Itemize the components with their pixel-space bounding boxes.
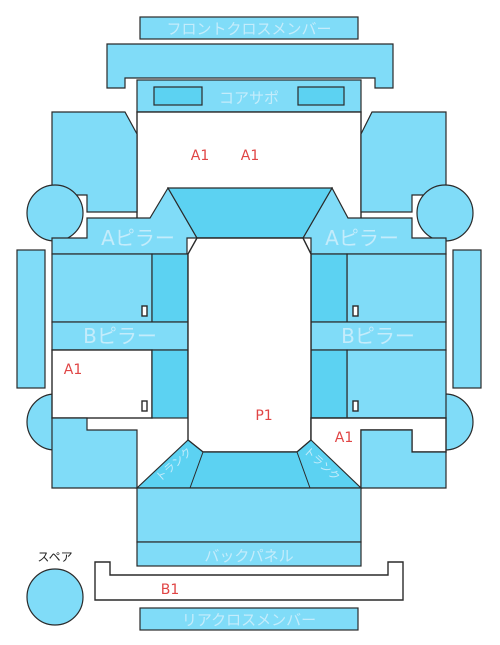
rear-door-right[interactable]	[346, 349, 447, 419]
spare-label: スペア	[37, 550, 72, 564]
roof-cabin[interactable]	[187, 237, 312, 453]
spare-tire[interactable]	[26, 568, 84, 626]
wheel-front-left[interactable]	[26, 184, 84, 242]
front-cross-member-label: フロントクロスメンバー	[166, 20, 331, 38]
side-skirt-left[interactable]	[16, 249, 46, 389]
damage-mark-rear[interactable]: B1	[161, 582, 180, 598]
front-cross-member-bar[interactable]	[139, 16, 359, 40]
front-door-right[interactable]	[346, 253, 447, 323]
wheel-front-right[interactable]	[416, 184, 474, 242]
b-pillar-left-label: Bピラー	[83, 324, 157, 348]
rear-quarter-left[interactable]	[51, 417, 138, 489]
rear-cross-member-label: リアクロスメンバー	[182, 611, 316, 629]
rear-door-right-frame[interactable]	[310, 349, 348, 419]
damage-mark-right-side[interactable]: A1	[335, 430, 353, 446]
damage-mark-center[interactable]: P1	[255, 408, 272, 424]
door-handle-rear-right[interactable]	[352, 400, 359, 412]
a-pillar-left-label: Aピラー	[101, 226, 175, 250]
back-panel-label: バックパネル	[204, 547, 293, 565]
door-handle-front-left[interactable]	[141, 305, 148, 317]
windshield[interactable]	[166, 187, 334, 239]
front-door-left-frame[interactable]	[151, 253, 189, 323]
front-door-left[interactable]	[51, 253, 153, 323]
rear-bumper-bracket[interactable]	[94, 561, 404, 601]
b-pillar-left[interactable]	[51, 321, 189, 351]
a-pillar-right-label: Aピラー	[325, 226, 399, 250]
side-skirt-right[interactable]	[452, 249, 482, 389]
damage-mark-front-2[interactable]: A1	[241, 148, 259, 164]
door-handle-rear-left[interactable]	[141, 400, 148, 412]
back-panel-upper[interactable]	[136, 487, 362, 543]
trunk-lid-seams	[189, 451, 311, 489]
b-pillar-right-label: Bピラー	[341, 324, 415, 348]
headlight-left[interactable]	[153, 86, 203, 106]
back-panel[interactable]	[136, 541, 362, 567]
damage-mark-front-1[interactable]: A1	[191, 148, 209, 164]
rear-cross-member-bar[interactable]	[139, 607, 359, 631]
core-support-label: コアサポ	[219, 89, 279, 107]
front-door-right-frame[interactable]	[310, 253, 348, 323]
front-fender-right[interactable]	[360, 111, 447, 213]
front-bumper-bracket[interactable]	[106, 43, 394, 89]
damage-mark-left-side[interactable]: A1	[64, 362, 82, 378]
a-pillar-left[interactable]	[51, 186, 199, 255]
headlight-right[interactable]	[297, 86, 345, 106]
rear-door-left-frame[interactable]	[151, 349, 189, 419]
rear-door-left[interactable]	[51, 349, 153, 419]
door-handle-front-right[interactable]	[352, 305, 359, 317]
